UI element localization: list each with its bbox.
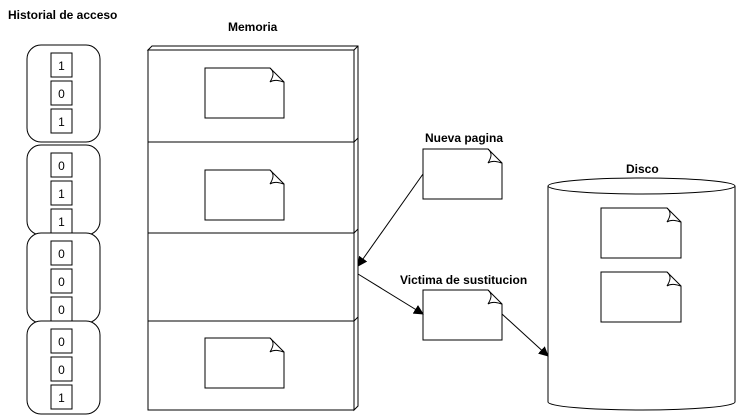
history-group: 0 0 1	[26, 320, 101, 415]
disk-page-icon	[600, 271, 682, 323]
arrows	[357, 173, 549, 357]
bit-cell	[50, 240, 73, 266]
history-group: 1 0 1	[26, 44, 101, 143]
bit-value: 1	[58, 115, 65, 129]
bit-cell	[50, 384, 73, 410]
bit-value: 0	[58, 247, 65, 261]
access-history: 1 0 1 0 1 1 0 0 0 0 0 1	[26, 44, 101, 415]
memory-frame	[147, 316, 359, 411]
disk-label: Disco	[626, 162, 659, 176]
bit-value: 1	[58, 215, 65, 229]
disk-page-icon	[600, 207, 682, 259]
bit-value: 1	[58, 59, 65, 73]
bit-value: 0	[58, 303, 65, 317]
bit-value: 0	[58, 159, 65, 173]
memory-block	[146, 45, 359, 412]
history-title: Historial de acceso	[8, 8, 118, 22]
bit-cell	[50, 108, 73, 134]
bit-cell	[50, 80, 73, 106]
bit-cell	[50, 152, 73, 178]
memory-title: Memoria	[228, 20, 278, 34]
memory-page-icon	[204, 67, 285, 119]
memory-frame	[147, 228, 359, 322]
new-page-icon	[422, 148, 503, 200]
victim-label: Victima de sustitucion	[400, 273, 528, 287]
bit-value: 0	[58, 335, 65, 349]
bit-value: 0	[58, 363, 65, 377]
bit-cell	[50, 268, 73, 294]
arrow-new-page-to-memory	[357, 173, 424, 267]
bit-value: 1	[58, 187, 65, 201]
disk-cylinder	[547, 177, 736, 411]
arrow-memory-to-victim	[357, 273, 424, 315]
memory-page-icon	[204, 169, 285, 221]
bit-cell	[50, 356, 73, 382]
floating-pages	[422, 148, 503, 341]
memory-frame-rect	[147, 232, 355, 322]
arrow-victim-to-disk	[501, 313, 549, 357]
memory-frame	[147, 49, 355, 143]
new-page-label: Nueva pagina	[425, 131, 504, 145]
history-group: 0 1 1	[26, 144, 101, 236]
victim-page-icon	[422, 289, 503, 341]
history-group: 0 0 0	[26, 232, 101, 324]
bit-value: 0	[58, 275, 65, 289]
memory-page-icon	[204, 337, 285, 389]
bit-cell	[50, 180, 73, 206]
bit-value: 1	[58, 391, 65, 405]
bit-cell	[50, 328, 73, 354]
disk-top	[547, 177, 736, 195]
memory-frame	[147, 137, 359, 234]
bit-cell	[50, 52, 73, 78]
bit-value: 0	[58, 87, 65, 101]
